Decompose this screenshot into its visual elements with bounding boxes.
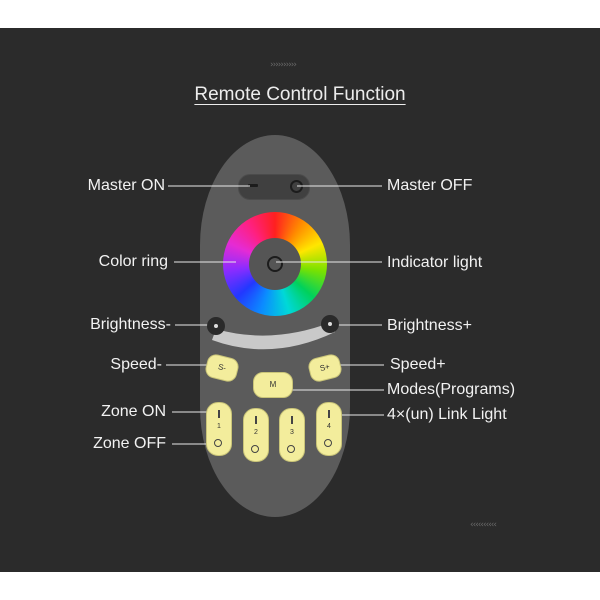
indicator-light — [267, 256, 283, 272]
zone-2-button[interactable]: 2 — [243, 408, 269, 462]
zone-1-button[interactable]: 1 — [206, 402, 232, 456]
label-indicator-light: Indicator light — [387, 254, 483, 271]
label-color-ring: Color ring — [98, 253, 168, 270]
minus-icon[interactable] — [248, 184, 258, 187]
zone-4-button[interactable]: 4 — [316, 402, 342, 456]
top-chevron-decoration: ›››››››››› — [270, 60, 297, 70]
label-modes: Modes(Programs) — [387, 381, 516, 398]
label-zone-off: Zone OFF — [93, 435, 166, 452]
brightness-slider[interactable] — [212, 322, 335, 350]
zone-3-button[interactable]: 3 — [279, 408, 305, 462]
label-zone-on: Zone ON — [101, 403, 166, 420]
label-speed-minus: Speed- — [110, 356, 162, 373]
label-brightness-plus: Brightness+ — [387, 317, 472, 334]
mode-button[interactable]: M — [253, 372, 293, 398]
label-master-on: Master ON — [87, 177, 165, 194]
label-speed-plus: Speed+ — [390, 356, 446, 373]
label-link-light: 4×(un) Link Light — [387, 406, 507, 423]
page-title: Remote Control Function — [194, 84, 406, 105]
label-master-off: Master OFF — [387, 177, 473, 194]
bottom-chevron-decoration: ‹‹‹‹‹‹‹‹‹‹ — [470, 520, 497, 530]
label-brightness-minus: Brightness- — [90, 316, 171, 333]
